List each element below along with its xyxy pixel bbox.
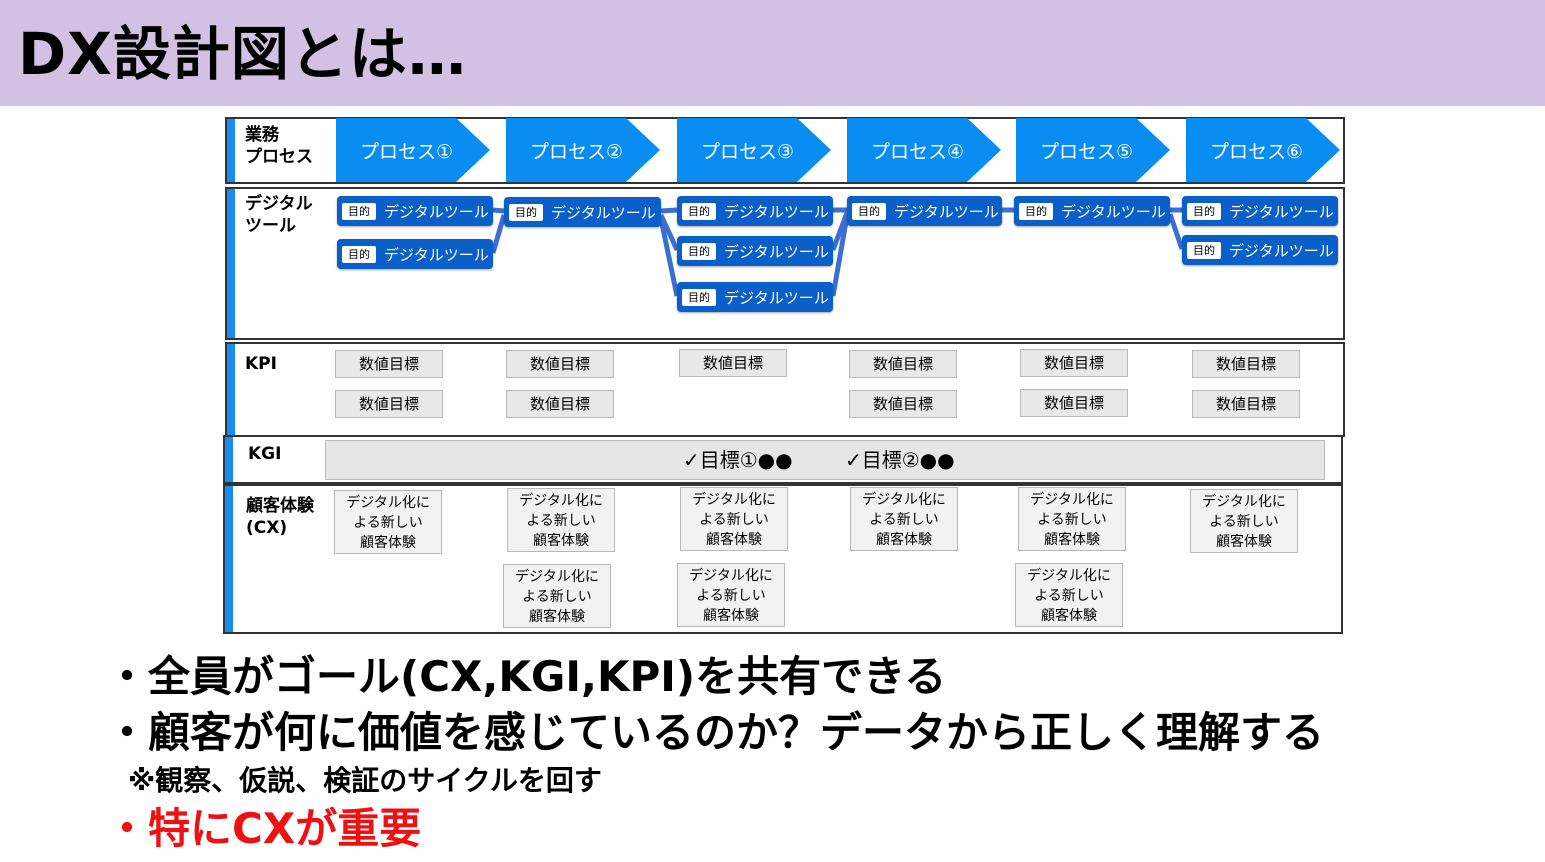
- cx-box: デジタル化に よる新しい 顧客体験: [680, 487, 788, 551]
- connector-line: [660, 207, 678, 214]
- kpi-box: 数値目標: [506, 350, 614, 378]
- kpi-box: 数値目標: [1192, 390, 1300, 418]
- tool-p3-b: 目的デジタルツール: [677, 236, 833, 266]
- kpi-box: 数値目標: [1020, 389, 1128, 417]
- kpi-box: 数値目標: [335, 350, 443, 378]
- row-label-tools: デジタル ツール: [245, 194, 313, 236]
- tool-p2-a: 目的デジタルツール: [504, 197, 661, 227]
- header-banner: DX設計図とは…: [0, 0, 1545, 106]
- row-stripe: [227, 119, 235, 182]
- purpose-tag: 目的: [1187, 202, 1221, 220]
- cx-box: デジタル化に よる新しい 顧客体験: [334, 490, 442, 554]
- kgi-goal-2: ✓目標②●●: [845, 448, 955, 472]
- cx-box: デジタル化に よる新しい 顧客体験: [677, 563, 785, 627]
- tool-label: デジタルツール: [1061, 202, 1166, 221]
- cx-box: デジタル化に よる新しい 顧客体験: [1190, 489, 1298, 553]
- purpose-tag: 目的: [342, 245, 376, 263]
- kpi-box: 数値目標: [679, 349, 787, 377]
- tool-p1-a: 目的デジタルツール: [337, 196, 493, 226]
- bullet-cx-important: ・特にCXが重要: [106, 804, 422, 853]
- kpi-box: 数値目標: [849, 350, 957, 378]
- purpose-tag: 目的: [682, 288, 716, 306]
- kpi-box: 数値目標: [849, 390, 957, 418]
- cx-box: デジタル化に よる新しい 顧客体験: [850, 487, 958, 551]
- tool-p5-a: 目的デジタルツール: [1014, 196, 1170, 226]
- note-cycle: ※観察、仮説、検証のサイクルを回す: [128, 764, 602, 797]
- process-4: プロセス④: [847, 118, 1001, 182]
- tool-label: デジタルツール: [894, 202, 999, 221]
- tool-p4-a: 目的デジタルツール: [847, 196, 1002, 226]
- bullet-understand-data: ・顧客が何に価値を感じているのか？データから正しく理解する: [106, 708, 1325, 757]
- purpose-tag: 目的: [509, 203, 543, 221]
- row-label-cx: 顧客体験 (CX): [246, 496, 314, 538]
- process-5: プロセス⑤: [1016, 118, 1170, 182]
- connector-line: [492, 207, 505, 214]
- tool-label: デジタルツール: [724, 202, 829, 221]
- purpose-tag: 目的: [682, 242, 716, 260]
- cx-box: デジタル化に よる新しい 顧客体験: [507, 488, 615, 552]
- connector-line: [658, 218, 680, 297]
- row-stripe: [225, 486, 233, 632]
- page-title: DX設計図とは…: [18, 20, 467, 88]
- row-label-kgi: KGI: [248, 444, 282, 464]
- connector-line: [830, 215, 850, 297]
- kgi-goal-bar: ✓目標①●● ✓目標②●●: [325, 440, 1325, 480]
- tool-label: デジタルツール: [384, 202, 489, 221]
- purpose-tag: 目的: [1187, 241, 1221, 259]
- row-stripe: [225, 437, 233, 482]
- kpi-box: 数値目標: [506, 390, 614, 418]
- tool-p3-c: 目的デジタルツール: [677, 282, 833, 312]
- tool-label: デジタルツール: [724, 242, 829, 261]
- purpose-tag: 目的: [342, 202, 376, 220]
- cx-box: デジタル化に よる新しい 顧客体験: [1015, 563, 1123, 627]
- connector-line: [1167, 213, 1185, 250]
- tool-label: デジタルツール: [1229, 241, 1334, 260]
- purpose-tag: 目的: [682, 202, 716, 220]
- purpose-tag: 目的: [852, 202, 886, 220]
- purpose-tag: 目的: [1019, 202, 1053, 220]
- process-6: プロセス⑥: [1186, 118, 1340, 182]
- process-1: プロセス①: [336, 118, 490, 182]
- kpi-box: 数値目標: [335, 390, 443, 418]
- tool-label: デジタルツール: [724, 288, 829, 307]
- row-stripe: [227, 344, 235, 435]
- cx-box: デジタル化に よる新しい 顧客体験: [503, 564, 611, 628]
- process-3: プロセス③: [677, 118, 831, 182]
- kgi-goal-1: ✓目標①●●: [683, 448, 793, 472]
- tool-p6-b: 目的デジタルツール: [1182, 235, 1338, 265]
- row-label-process: 業務 プロセス: [245, 125, 313, 167]
- tool-p3-a: 目的デジタルツール: [677, 196, 833, 226]
- connector-line: [490, 214, 507, 254]
- tool-label: デジタルツール: [384, 245, 489, 264]
- tool-label: デジタルツール: [1229, 202, 1334, 221]
- row-stripe: [227, 189, 235, 338]
- tool-label: デジタルツール: [551, 203, 656, 222]
- cx-box: デジタル化に よる新しい 顧客体験: [1018, 487, 1126, 551]
- bullet-share-goals: ・全員がゴール(CX,KGI,KPI)を共有できる: [106, 652, 947, 701]
- tool-p6-a: 目的デジタルツール: [1182, 196, 1338, 226]
- kpi-box: 数値目標: [1192, 350, 1300, 378]
- row-label-kpi: KPI: [245, 354, 277, 374]
- kpi-box: 数値目標: [1020, 349, 1128, 377]
- tool-p1-b: 目的デジタルツール: [337, 239, 493, 269]
- process-2: プロセス②: [506, 118, 660, 182]
